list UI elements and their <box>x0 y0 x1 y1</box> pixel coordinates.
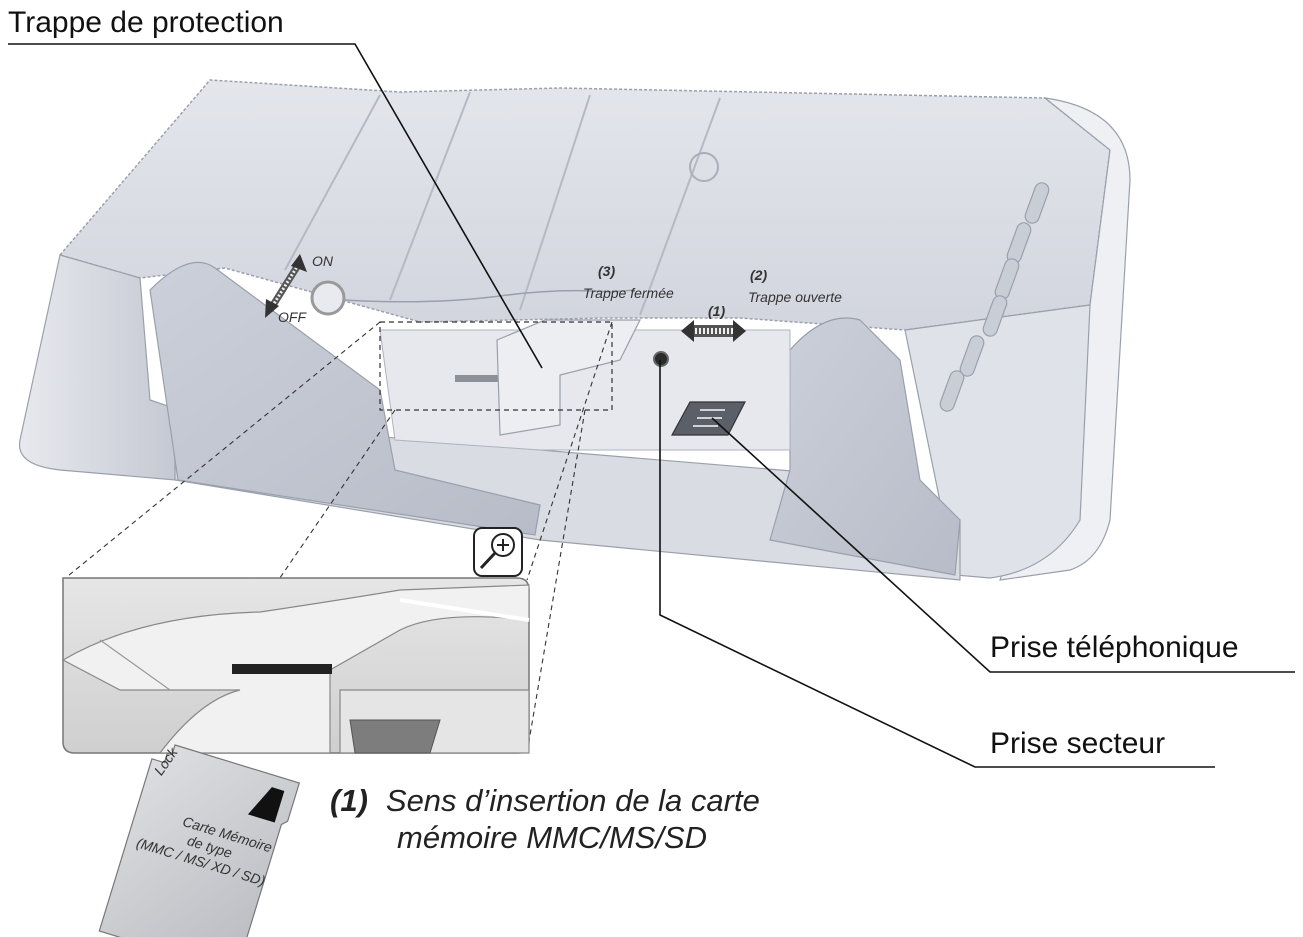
zoom-inset <box>61 577 530 754</box>
zoom-source-box <box>379 321 613 411</box>
note-line2: mémoire MMC/MS/SD <box>397 820 708 856</box>
device-card-slot <box>455 375 515 382</box>
power-socket <box>653 351 669 367</box>
device-right-wing <box>769 317 961 576</box>
secteur-leader <box>659 360 1215 768</box>
device-right-end <box>999 97 1131 581</box>
on-off-switch <box>310 280 346 316</box>
callout-trappe-protection: Trappe de protection <box>8 6 284 39</box>
device-body: ON OFF (3) Trappe fermée (2) Trappe ouve… <box>18 79 1131 581</box>
card-insert-arrow <box>247 787 285 823</box>
step3-number: (3) <box>598 263 615 279</box>
step3-text: Trappe fermée <box>583 285 674 301</box>
protection-trap <box>496 319 641 436</box>
note-number: (1) <box>330 783 368 818</box>
note-line1: Sens d’insertion de la carte <box>385 783 760 818</box>
magnifier-plus-icon <box>473 527 523 577</box>
on-label: ON <box>312 253 334 269</box>
device-left-lip <box>18 254 181 481</box>
insertion-note: (1) Sens d’insertion de la carte mémoire … <box>330 782 760 856</box>
device-top-panel <box>58 79 1111 331</box>
callout-prise-secteur: Prise secteur <box>990 727 1166 760</box>
double-arrow-icon <box>265 254 307 318</box>
device-left-wing <box>149 261 541 536</box>
double-arrow-icon <box>681 320 746 342</box>
step2-text: Trappe ouverte <box>748 289 842 305</box>
telephone-leader <box>711 417 1295 673</box>
top-button <box>689 152 719 182</box>
trappe-leader <box>8 43 543 369</box>
callout-lines <box>8 43 1295 768</box>
memory-card: Lock Carte Mémoire de type (MMC / MS/ XD… <box>98 744 301 937</box>
inset-card-slot <box>232 664 332 674</box>
step2-number: (2) <box>750 267 767 283</box>
step1-number: (1) <box>708 303 725 319</box>
off-label: OFF <box>278 309 307 325</box>
callout-prise-telephonique: Prise téléphonique <box>990 631 1239 664</box>
side-vents <box>939 182 1050 412</box>
